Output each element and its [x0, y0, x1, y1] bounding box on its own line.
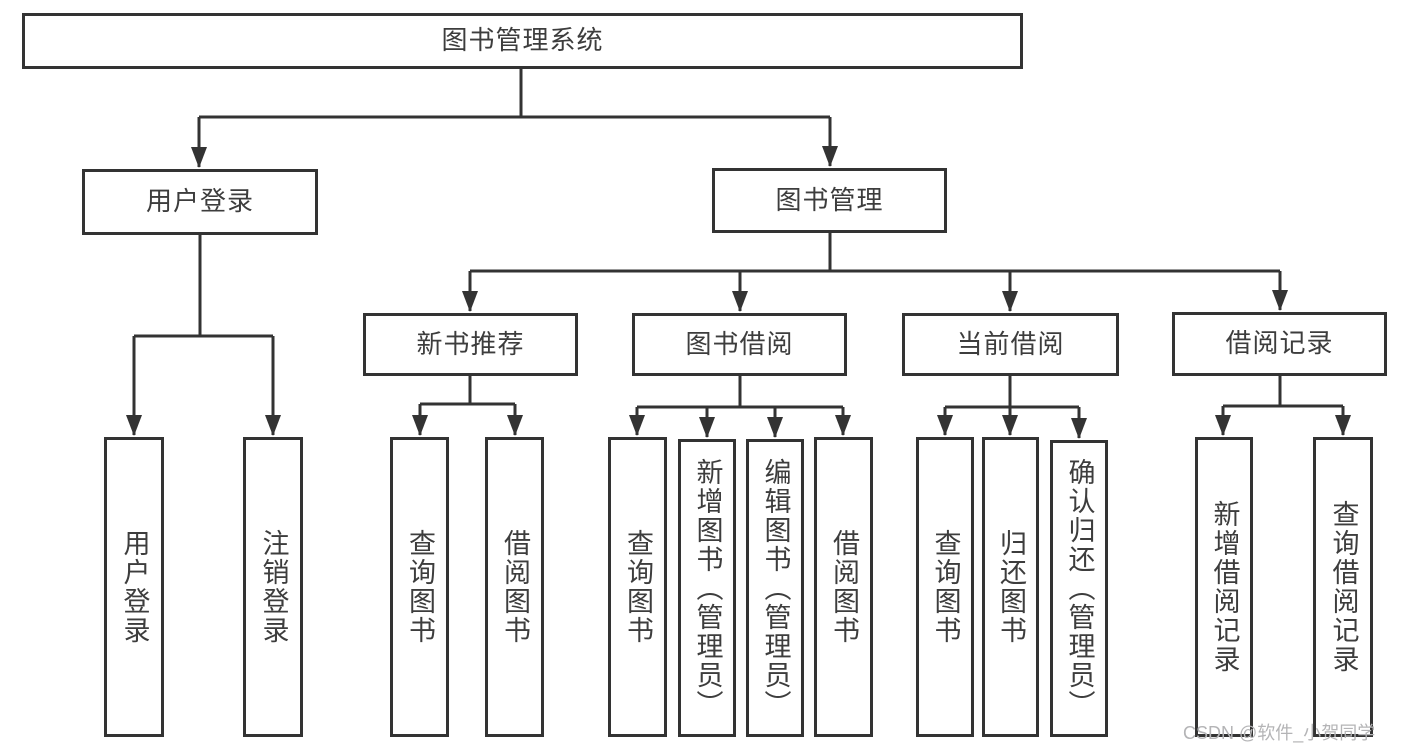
node-current-borrow: 当前借阅	[902, 313, 1119, 376]
leaf-borrow-books-1: 借阅图书	[485, 437, 544, 737]
node-new-book-recommend: 新书推荐	[363, 313, 578, 376]
csdn-watermark: CSDN @软件_小贺同学	[1183, 723, 1376, 743]
leaf-query-borrow-record: 查询借阅记录	[1313, 437, 1373, 737]
leaf-return-books: 归还图书	[982, 437, 1039, 737]
leaf-confirm-return-admin: 确认归还（管理员）	[1050, 440, 1108, 737]
leaf-edit-books-admin: 编辑图书（管理员）	[746, 439, 804, 737]
leaf-user-login: 用户登录	[104, 437, 164, 737]
node-user-login: 用户登录	[82, 169, 318, 235]
node-system-root: 图书管理系统	[22, 13, 1023, 69]
leaf-borrow-books-2: 借阅图书	[814, 437, 873, 737]
leaf-add-borrow-record: 新增借阅记录	[1195, 437, 1253, 737]
leaf-logout: 注销登录	[243, 437, 303, 737]
node-book-borrow: 图书借阅	[632, 313, 847, 376]
leaf-query-books-3: 查询图书	[916, 437, 974, 737]
node-book-management: 图书管理	[712, 168, 947, 233]
leaf-query-books-2: 查询图书	[608, 437, 667, 737]
node-borrow-record: 借阅记录	[1172, 312, 1387, 376]
leaf-query-books-1: 查询图书	[390, 437, 449, 737]
leaf-add-books-admin: 新增图书（管理员）	[678, 439, 736, 737]
